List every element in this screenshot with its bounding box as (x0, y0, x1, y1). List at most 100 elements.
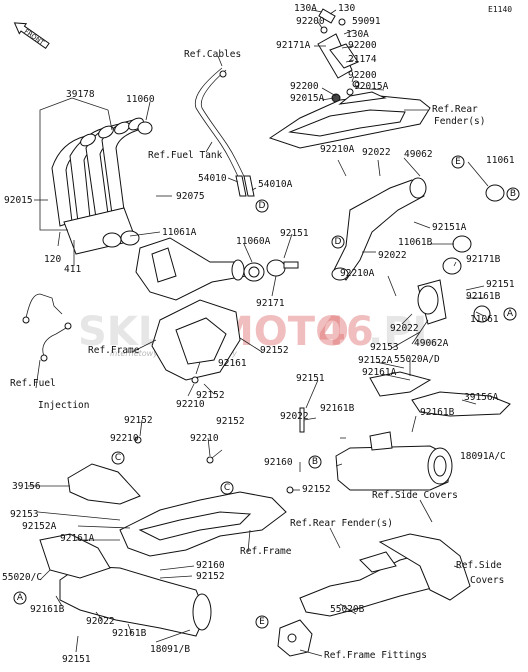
part-label-l56: 92022 (280, 411, 309, 422)
part-label-l68: 92153 (10, 509, 39, 520)
part-label-l9: 21174 (348, 54, 377, 65)
front-arrow-icon: FRONT (13, 22, 50, 50)
watermark-part3: 46 (318, 309, 374, 355)
callout-cB2: B (308, 455, 322, 469)
part-label-l17: 11060 (126, 94, 155, 105)
leader-lines (28, 9, 489, 657)
part-label-l35: 411 (64, 264, 81, 275)
part-label-l32: 92022 (378, 250, 407, 261)
part-label-l66: 92152 (302, 484, 331, 495)
callout-circle (111, 451, 125, 465)
callout-letter: B (510, 189, 516, 199)
part-label-l71: Ref.Rear Fender(s) (290, 518, 393, 529)
part-label-l78: 55020B (330, 604, 365, 615)
part-label-l23: 54010 (198, 173, 227, 184)
part-label-l10: 92200 (348, 70, 377, 81)
part-label-l70: 92161A (60, 533, 95, 544)
part-label-l45: 92153 (370, 342, 399, 353)
control-cables (194, 67, 255, 197)
gaskets-11061a (102, 230, 140, 248)
part-label-l69: 92152A (22, 521, 57, 532)
part-label-l83: 92161B (112, 628, 147, 639)
part-label-l2: 130 (338, 3, 355, 14)
part-label-l72: Ref.Frame (240, 546, 292, 557)
part-label-l57: 92161B (320, 403, 355, 414)
part-label-l50: Injection (38, 400, 89, 411)
part-label-l65: 39156 (12, 481, 41, 492)
part-label-l21: 49062 (404, 149, 433, 160)
rear-fender-assembly (268, 91, 431, 149)
callout-letter: A (507, 309, 514, 319)
gasket-11061-upper (485, 184, 505, 202)
lower-subframe (119, 491, 287, 557)
part-label-l74: Covers (470, 575, 504, 586)
callout-circle (506, 187, 520, 201)
gasket-11060 (137, 121, 153, 135)
part-label-l11: 92200 (290, 81, 319, 92)
callout-letter: B (312, 457, 318, 467)
callout-letter: E (455, 157, 461, 167)
exhaust-valve-actuator-assembly (317, 8, 360, 103)
part-label-l31: 11060A (236, 236, 271, 247)
part-label-l29: 11061A (162, 227, 197, 238)
part-label-l28: 11061B (398, 237, 433, 248)
diagram-code: E1140 (488, 5, 512, 14)
part-label-l61: 92152 (216, 416, 245, 427)
part-label-l18: Ref.Fuel Tank (148, 150, 223, 161)
part-label-l8: Ref.Cables (184, 49, 241, 60)
callout-letter: D (335, 237, 342, 247)
callout-cE1: E (451, 155, 465, 169)
part-label-l20: 92022 (362, 147, 391, 158)
part-label-l58: 92161B (420, 407, 455, 418)
part-label-l38: 92161B (466, 291, 501, 302)
bolt-stack (134, 407, 305, 494)
part-label-l14: Ref.Rear (432, 104, 478, 115)
part-label-l62: 92210 (190, 433, 219, 444)
part-label-l53: 39156A (464, 392, 499, 403)
exhaust-valve-body (417, 279, 447, 325)
part-label-l22: 11061 (486, 155, 515, 166)
part-label-l46: 55020A/D (394, 354, 440, 365)
callout-letter: A (17, 593, 24, 603)
callout-cC1: C (111, 451, 125, 465)
part-label-l7: 92200 (348, 40, 377, 51)
part-label-l44: 92152 (260, 345, 289, 356)
heat-shield-39156 (67, 463, 141, 505)
callout-cD2: D (331, 235, 345, 249)
callout-cA1: A (503, 307, 517, 321)
part-label-l3: 92200 (296, 16, 325, 27)
part-label-l59: 92210 (110, 433, 139, 444)
part-label-l49: Ref.Fuel (10, 378, 56, 389)
frame-fittings (277, 619, 313, 657)
part-label-l37: 92151 (486, 279, 515, 290)
callout-circle (255, 199, 269, 213)
part-label-l4: 59091 (352, 16, 381, 27)
part-label-l84: Ref.Frame Fittings (324, 650, 427, 661)
callout-letter: C (115, 453, 121, 463)
part-label-l16: 39178 (66, 89, 95, 100)
cover-55020b (299, 533, 471, 617)
callout-circle (220, 481, 234, 495)
callout-cB1: B (506, 187, 520, 201)
gasket-11061b (452, 235, 472, 253)
part-label-l27: 92151A (432, 222, 467, 233)
callout-circle (451, 155, 465, 169)
part-label-l26: 92075 (176, 191, 205, 202)
part-label-l15: Fender(s) (434, 116, 485, 127)
part-label-l12: 92015A (354, 81, 389, 92)
callout-letter: E (259, 617, 265, 627)
part-label-l5: 130A (346, 29, 369, 40)
part-label-l81: 18091/B (150, 644, 190, 655)
callout-circle (331, 235, 345, 249)
heat-shield-39156a (411, 391, 511, 417)
callout-cE2: E (255, 615, 269, 629)
part-label-l24: 54010A (258, 179, 293, 190)
part-label-l54: 92210 (176, 399, 205, 410)
clamp-92171b (442, 257, 462, 275)
frame-section (151, 299, 241, 384)
part-label-l33: 92171B (466, 254, 501, 265)
part-label-l36: 92210A (340, 268, 375, 279)
